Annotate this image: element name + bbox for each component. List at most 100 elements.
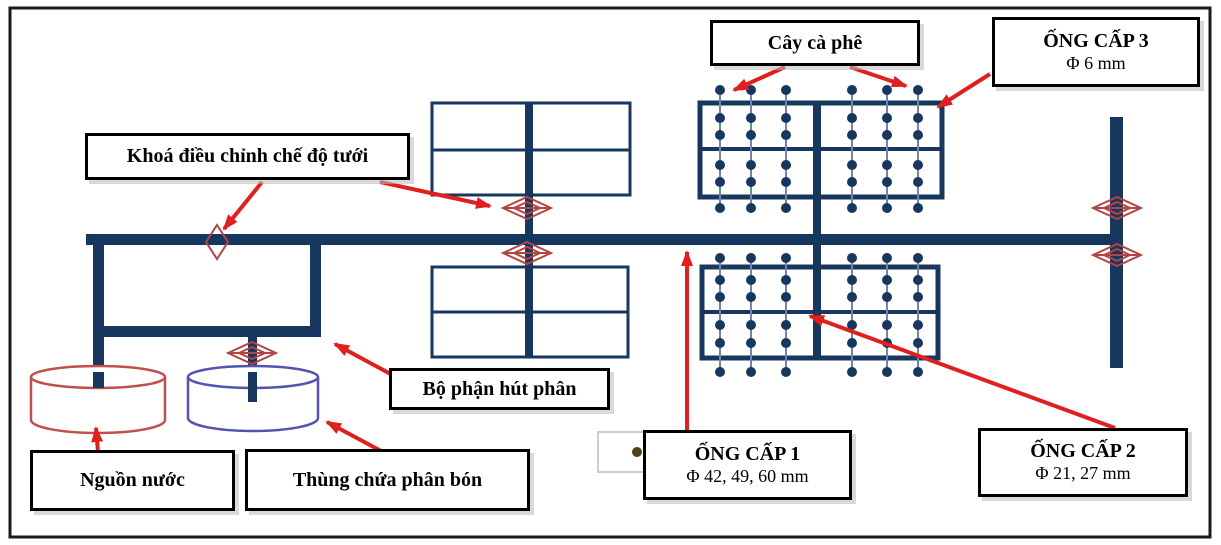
coffee-tree-dot (715, 177, 725, 187)
coffee-tree-dot (746, 367, 756, 377)
coffee-tree-dot (913, 338, 923, 348)
coffee-tree-dot (913, 367, 923, 377)
coffee-tree-dot (847, 113, 857, 123)
coffee-tree-dot (882, 130, 892, 140)
coffee-tree-dot (913, 253, 923, 263)
coffee-tree-dot (847, 275, 857, 285)
coffee-tree-dot (781, 338, 791, 348)
water-tank (29, 364, 167, 435)
coffee-tree-dot (882, 203, 892, 213)
coffee-tree-dot (715, 367, 725, 377)
coffee-tree-dot (746, 113, 756, 123)
label-fertilizer-suction: Bộ phận hút phân (389, 368, 610, 410)
middle-branch-pipe (525, 103, 533, 357)
coffee-tree-dot (715, 253, 725, 263)
coffee-tree-dot (847, 130, 857, 140)
label-text: Bộ phận hút phân (422, 377, 577, 400)
coffee-tree-dot (847, 320, 857, 330)
coffee-tree-dot (715, 130, 725, 140)
arrow-water-source (91, 426, 104, 453)
arrow-coffee-left (732, 65, 786, 92)
coffee-tree-dot (746, 275, 756, 285)
coffee-grid-branch-pipe (813, 103, 821, 358)
coffee-tree-dot (746, 177, 756, 187)
coffee-tree-dot (746, 203, 756, 213)
coffee-tree-dot (913, 160, 923, 170)
coffee-tree-dot (781, 113, 791, 123)
label-spec: Φ 21, 27 mm (1035, 463, 1131, 484)
coffee-tree-dot (847, 367, 857, 377)
coffee-tree-dot (746, 160, 756, 170)
coffee-tree-dot (715, 160, 725, 170)
label-irrigation-mode-valve: Khoá điều chỉnh chế độ tưới (85, 133, 410, 180)
label-spec: Φ 42, 49, 60 mm (686, 465, 809, 486)
coffee-tree-dot (847, 292, 857, 302)
coffee-tree-dot (847, 85, 857, 95)
main-supply-pipe (86, 234, 1119, 245)
label-fertilizer-tank: Thùng chứa phân bón (245, 449, 530, 511)
coffee-tree-dot (882, 253, 892, 263)
arrow-to-main-valve (222, 180, 264, 231)
label-title: ỐNG CẤP 3 (1043, 29, 1149, 52)
water-source-pipe (93, 234, 104, 388)
coffee-tree-dot (913, 275, 923, 285)
coffee-tree-dot (715, 203, 725, 213)
hidden-legend-box (597, 431, 647, 473)
coffee-tree-dot (781, 130, 791, 140)
coffee-tree-dot (913, 85, 923, 95)
coffee-tree-dot (746, 253, 756, 263)
label-text: Nguồn nước (80, 469, 185, 491)
coffee-tree-dot (781, 177, 791, 187)
coffee-tree-dot (715, 113, 725, 123)
coffee-tree-dot (882, 320, 892, 330)
label-title: ỐNG CẤP 2 (1030, 440, 1136, 463)
label-coffee-tree: Cây cà phê (710, 20, 920, 66)
label-pipe-level-3: ỐNG CẤP 3 Φ 6 mm (992, 17, 1200, 87)
coffee-tree-dot (746, 338, 756, 348)
coffee-tree-dot (715, 338, 725, 348)
arrow-pipe3 (936, 72, 992, 109)
coffee-tree-drip-lines (715, 85, 923, 377)
coffee-tree-dot (847, 253, 857, 263)
arrow-suction (333, 342, 399, 380)
coffee-tree-dot (781, 253, 791, 263)
coffee-tree-dot (913, 113, 923, 123)
coffee-tree-dot (746, 292, 756, 302)
valve-icon-main-pipe (204, 223, 230, 261)
coffee-tree-dot (746, 320, 756, 330)
arrow-to-middle-valve (379, 180, 492, 209)
coffee-tree-dot (847, 177, 857, 187)
coffee-tree-dot (781, 203, 791, 213)
label-text: Cây cà phê (767, 31, 863, 54)
coffee-tree-dot (913, 292, 923, 302)
coffee-tree-dot (913, 320, 923, 330)
coffee-tree-dot (913, 130, 923, 140)
label-text: Khoá điều chỉnh chế độ tưới (126, 145, 369, 167)
coffee-tree-dot (847, 338, 857, 348)
coffee-tree-dot (715, 275, 725, 285)
arrow-pipe2 (808, 314, 1116, 430)
coffee-tree-dot (781, 367, 791, 377)
coffee-tree-dot (746, 130, 756, 140)
right-distribution-pipe (1110, 117, 1123, 368)
label-water-source: Nguồn nước (30, 450, 235, 511)
diagram-frame (8, 6, 1212, 539)
coffee-tree-dot (882, 367, 892, 377)
coffee-tree-dot (715, 85, 725, 95)
coffee-tree-dot (847, 160, 857, 170)
coffee-tree-dot (882, 275, 892, 285)
coffee-tree-dot (781, 292, 791, 302)
coffee-tree-dot (715, 292, 725, 302)
arrow-fertilizer-tank (325, 420, 384, 454)
fertilizer-tank-cylinder (186, 364, 320, 433)
label-pipe-level-1: ỐNG CẤP 1 Φ 42, 49, 60 mm (643, 430, 852, 500)
callout-arrows (91, 65, 1116, 454)
coffee-tree-dot (847, 203, 857, 213)
coffee-tree-dot (882, 113, 892, 123)
coffee-tree-dot (882, 85, 892, 95)
coffee-tree-dot (882, 160, 892, 170)
coffee-tree-dot (781, 275, 791, 285)
coffee-tree-dot (882, 177, 892, 187)
